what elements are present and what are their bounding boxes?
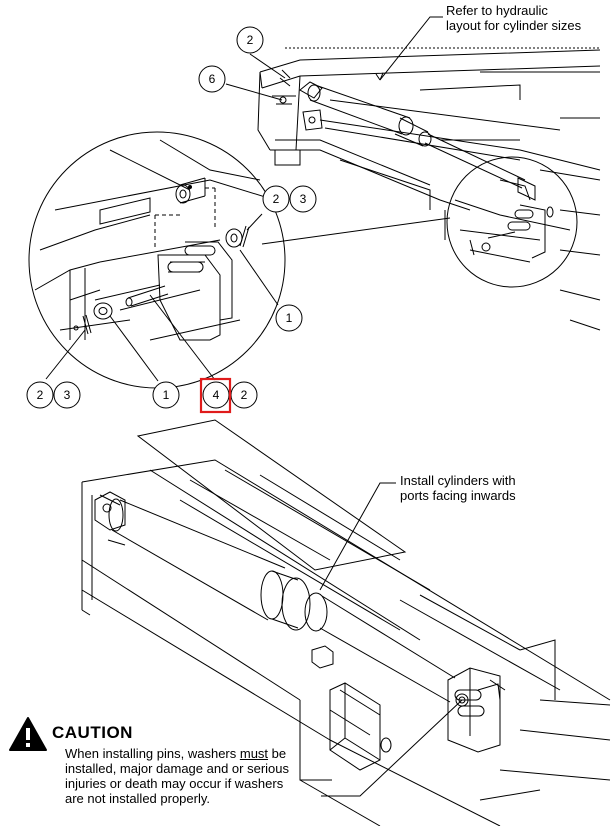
balloon-center-4: 4 [213, 388, 220, 402]
balloon-left-2: 2 [37, 388, 44, 402]
warning-triangle-icon [9, 717, 47, 751]
upper-frame-drawing [257, 47, 601, 331]
balloon-right-1: 1 [286, 311, 293, 325]
detail-circle-left [28, 131, 286, 389]
item-4-highlight [199, 377, 232, 414]
leader-lines [45, 16, 463, 797]
caution-line1: When installing pins, washers must be [65, 746, 287, 761]
balloon-right-3: 3 [300, 192, 307, 206]
balloon-left-1: 1 [163, 388, 170, 402]
hydraulic-note-line1: Refer to hydraulic [446, 3, 548, 18]
install-note: Install cylinders with ports facing inwa… [400, 473, 516, 503]
balloon-top-6: 6 [209, 72, 216, 86]
caution-text: When installing pins, washers must be in… [65, 746, 289, 806]
detail-circle-right [444, 156, 578, 288]
balloon-top-2: 2 [247, 33, 254, 47]
lower-frame-drawing [81, 419, 611, 826]
balloon-center-2: 2 [241, 388, 248, 402]
balloons [26, 26, 317, 409]
hydraulic-note: Refer to hydraulic layout for cylinder s… [446, 3, 581, 33]
balloon-right-2: 2 [273, 192, 280, 206]
caution-line2: installed, major damage and or serious [65, 761, 290, 776]
caution-line4: are not installed properly. [65, 791, 211, 806]
caution-line3: injuries or death may occur if washers [65, 776, 284, 791]
caution-title: CAUTION [52, 723, 133, 742]
balloon-left-3: 3 [64, 388, 71, 402]
detail-leader [261, 217, 451, 245]
install-note-line1: Install cylinders with [400, 473, 516, 488]
hydraulic-note-line2: layout for cylinder sizes [446, 18, 582, 33]
install-note-line2: ports facing inwards [400, 488, 516, 503]
